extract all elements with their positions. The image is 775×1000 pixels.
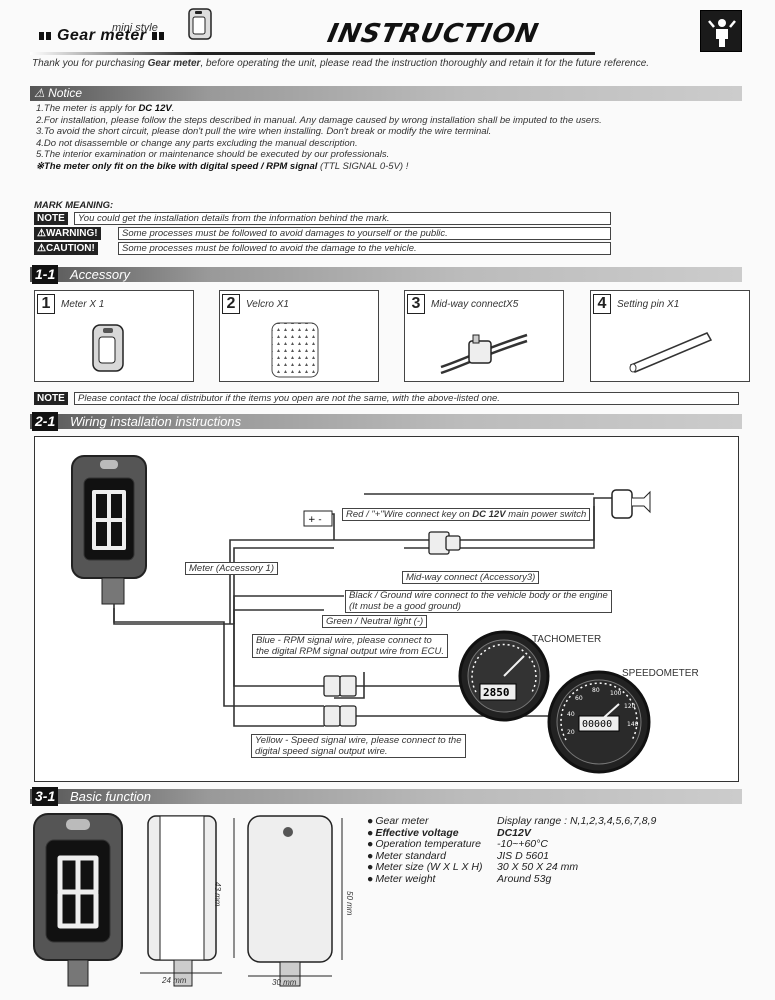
- header-rule: [30, 52, 595, 55]
- svg-text:20: 20: [567, 729, 575, 736]
- notice-item: 1.The meter is apply for DC 12V.: [36, 103, 175, 114]
- callout-blue-wire: Blue - RPM signal wire, please connect t…: [252, 634, 448, 658]
- dim-50: 50 mm: [345, 891, 354, 916]
- mark-text: You could get the installation details f…: [74, 212, 611, 225]
- spec-row: Meter size (W X L X H)30 X 50 X 24 mm: [367, 861, 656, 874]
- tachometer-drawing: 2850: [458, 630, 550, 722]
- section-title: Wiring installation instructions: [70, 414, 242, 429]
- wiring-diagram-drawing: + - 2850 20 40 60 80 100 120 140: [71, 455, 651, 774]
- section-title: Accessory: [70, 267, 130, 282]
- speedometer-label: SPEEDOMETER: [622, 668, 699, 679]
- brand-name-text: Gear meter: [56, 27, 147, 44]
- notice-item: 5.The interior examination or maintenanc…: [36, 149, 390, 160]
- notice-bar: ⚠ Notice: [30, 86, 742, 101]
- svg-text:60: 60: [575, 695, 583, 702]
- page-title: INSTRUCTION: [324, 19, 542, 49]
- speedo-readout: 00000: [582, 719, 612, 730]
- velcro-icon: [271, 322, 319, 378]
- caution-tag: ⚠CAUTION!: [34, 242, 98, 255]
- notice-list: 1.The meter is apply for DC 12V. 2.For i…: [36, 103, 736, 172]
- mechanic-icon: [700, 10, 742, 52]
- notice-item: 4.Do not disassemble or change any parts…: [36, 137, 358, 149]
- battery-drawing: + -: [303, 510, 333, 527]
- notice-emphasis: ※The meter only fit on the bike with dig…: [36, 160, 409, 172]
- callout-yellow-wire: Yellow - Speed signal wire, please conne…: [251, 734, 466, 758]
- wiring-bar: 2-1 Wiring installation instructions: [30, 412, 742, 431]
- meter-dimension-drawings: [33, 813, 343, 987]
- brand-name: Gear meter: [38, 27, 165, 45]
- notice-item: 2.For installation, please follow the st…: [36, 114, 602, 126]
- dim-43: 43 mm: [213, 882, 222, 907]
- speedometer-tick-labels: 20 40 60 80 100 120 140: [567, 687, 639, 736]
- accessory-bar: 1-1 Accessory: [30, 265, 742, 284]
- callout-midway: Mid-way connect (Accessory3): [402, 571, 540, 584]
- gear-meter-drawing: [71, 455, 147, 605]
- battery-signs: + -: [308, 515, 322, 525]
- mark-row-warning: ⚠WARNING! Some processes must be followe…: [34, 227, 611, 240]
- intro-paragraph: Thank you for purchasing Gear meter, bef…: [32, 58, 650, 69]
- mark-text: Some processes must be followed to avoid…: [118, 242, 611, 255]
- midway-connectors-drawing: [323, 531, 461, 727]
- brand-tagline: mini style: [112, 22, 158, 34]
- tach-readout: 2850: [483, 686, 510, 699]
- accessory-item: 3 Mid-way connectX5: [404, 290, 564, 382]
- section-title: Basic function: [70, 789, 151, 804]
- section-number: 2-1: [32, 412, 59, 431]
- accessory-item: 2 Velcro X1: [219, 290, 379, 382]
- key-switch-drawing: [611, 489, 651, 519]
- meter-side-view: [140, 815, 235, 987]
- setting-pin-icon: [629, 332, 713, 373]
- accessory-note: NOTE Please contact the local distributo…: [34, 392, 739, 405]
- callout-green-wire: Green / Neutral light (-): [322, 615, 428, 628]
- note-tag: NOTE: [34, 392, 68, 405]
- mark-row-note: NOTE You could get the installation deta…: [34, 212, 611, 225]
- accessory-item: 1 Meter X 1: [34, 290, 194, 382]
- callout-red-wire: Red / "+"Wire connect key on DC 12V main…: [342, 508, 591, 521]
- dim-24: 24 mm: [162, 976, 187, 985]
- svg-text:80: 80: [592, 687, 600, 694]
- svg-text:120: 120: [624, 703, 636, 710]
- svg-text:100: 100: [610, 690, 622, 697]
- midway-connector-icon: [440, 333, 528, 375]
- dim-30: 30 mm: [272, 978, 297, 987]
- basic-function-bar: 3-1 Basic function: [30, 787, 742, 806]
- section-number: 3-1: [32, 787, 59, 806]
- speedometer-drawing: 20 40 60 80 100 120 140 00000: [547, 670, 651, 774]
- notice-item: 3.To avoid the short circuit, please don…: [36, 126, 492, 137]
- callout-black-wire: Black / Ground wire connect to the vehic…: [345, 590, 612, 613]
- accessory-item: 4 Setting pin X1: [590, 290, 750, 382]
- spec-row: Operation temperature-10~+60°C: [367, 838, 656, 851]
- intro-product: Gear meter: [147, 58, 201, 69]
- gear-meter-icon: [188, 8, 212, 40]
- note-text: Please contact the local distributor if …: [74, 392, 739, 405]
- warning-tag: ⚠WARNING!: [34, 227, 101, 240]
- note-tag: NOTE: [34, 212, 68, 225]
- meter-icon: [92, 324, 124, 372]
- svg-text:140: 140: [627, 721, 639, 728]
- meter-front-view: [33, 813, 123, 987]
- meter-back-view: [247, 815, 343, 987]
- svg-text:40: 40: [567, 711, 575, 718]
- mark-row-caution: ⚠CAUTION! Some processes must be followe…: [34, 242, 611, 255]
- section-number: 1-1: [32, 265, 59, 284]
- callout-meter: Meter (Accessory 1): [185, 562, 278, 575]
- notice-title: Notice: [48, 86, 83, 100]
- mark-meaning-heading: MARK MEANING:: [34, 200, 114, 211]
- tachometer-label: TACHOMETER: [532, 634, 602, 645]
- mark-text: Some processes must be followed to avoid…: [118, 227, 611, 240]
